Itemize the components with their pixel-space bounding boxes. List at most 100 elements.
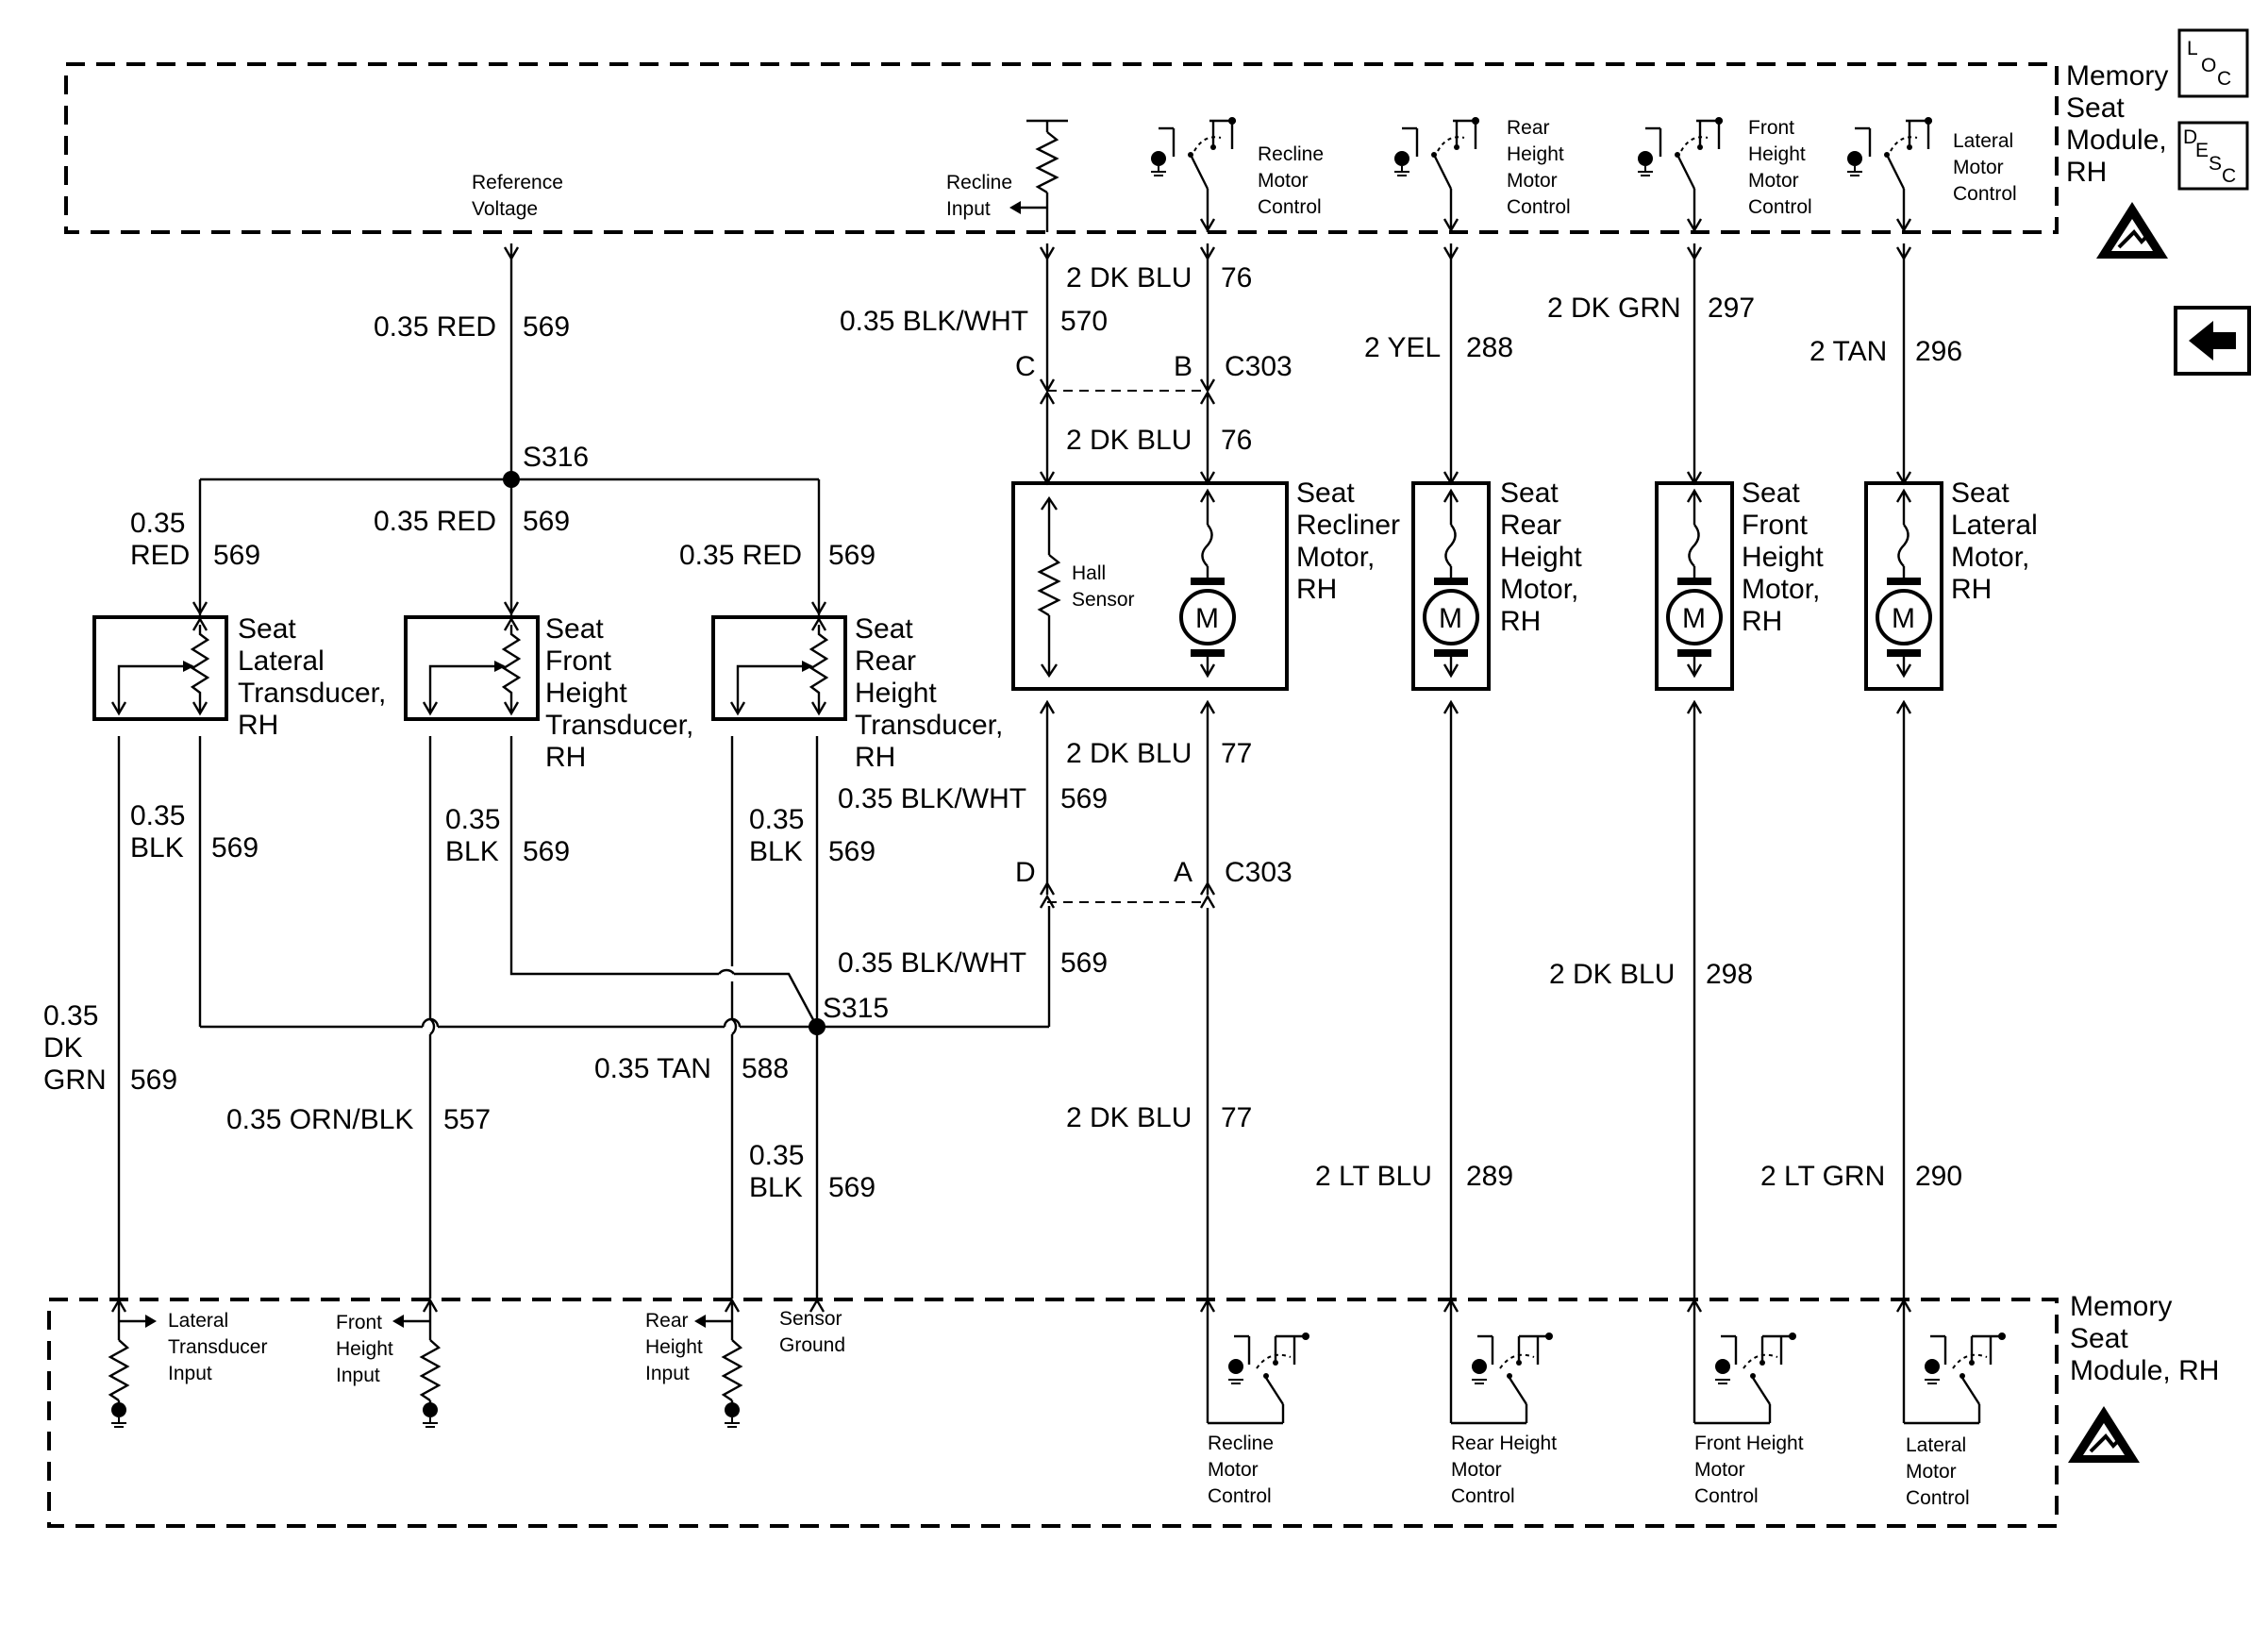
- seat-rear-height-motor-label-line: Height: [1500, 542, 1582, 573]
- front-height-input-label-line: Input: [336, 1365, 380, 1386]
- wire-gauge-color: 0.35 BLK/WHT: [840, 306, 1028, 337]
- connector-arrow: [1199, 218, 1216, 233]
- wire-gauge-color: 2 YEL: [1364, 332, 1441, 363]
- module-name-line: Module, RH: [2070, 1355, 2219, 1386]
- bottom-front-height-motor-control-label-line: Motor: [1694, 1459, 1745, 1481]
- wire-gauge-color: 2 TAN: [1809, 336, 1887, 367]
- seat-rear-height-transducer: [711, 615, 847, 721]
- desc-letter: S: [2209, 153, 2222, 175]
- connector-arrow: [110, 1298, 127, 1313]
- front-blk-wire: [509, 736, 719, 976]
- lateral-transducer-input-label-line: Transducer: [168, 1336, 267, 1358]
- desc-icon[interactable]: D E S C: [2177, 121, 2249, 191]
- module-name-line: RH: [2066, 157, 2107, 188]
- wire-gauge-color: DK: [43, 1032, 83, 1064]
- connector-arrow: [1039, 246, 1056, 261]
- wire-circuit: 569: [130, 1064, 177, 1096]
- recline-input-label: Recline Input: [946, 172, 1012, 220]
- connector-arrow: [1895, 218, 1912, 233]
- rear-height-motor-control-label: Rear Height Motor Control: [1507, 117, 1571, 218]
- reference-voltage-label: Reference Voltage: [472, 172, 563, 220]
- wire-circuit: 569: [523, 506, 570, 537]
- wire-circuit: 569: [523, 311, 570, 343]
- hall-sensor-resistor: [1037, 554, 1061, 617]
- seat-front-height-transducer-label-line: RH: [545, 742, 586, 773]
- seat-front-height-motor-label-line: Motor,: [1742, 574, 1820, 605]
- bottom-front-height-motor-control-switch: [1693, 1302, 1796, 1425]
- seat-front-height-motor-label-line: RH: [1742, 606, 1782, 637]
- label-line: Recline: [1258, 143, 1324, 165]
- rear-height-input-label-line: Rear: [645, 1310, 689, 1332]
- esd-warning-icon: [2068, 1406, 2140, 1463]
- wire-circuit: 77: [1221, 738, 1252, 769]
- bottom-front-height-motor-control-label-line: Control: [1694, 1485, 1759, 1507]
- label-line: Height: [1507, 143, 1564, 165]
- connector-arrow: [724, 1298, 741, 1313]
- seat-front-height-transducer-label-line: Transducer,: [545, 710, 693, 741]
- hall-sensor-label: Hall Sensor: [1072, 562, 1135, 611]
- memory-seat-module-bottom: [47, 1298, 2059, 1528]
- top-module-name: Memory Seat Module, RH: [2066, 60, 2168, 188]
- connector-arrow: [1443, 218, 1459, 233]
- seat-lateral-motor-label-line: Motor,: [1951, 542, 2029, 573]
- label-line: Control: [1748, 196, 1812, 218]
- wire-gauge-color: 0.35: [749, 804, 804, 835]
- wire-circuit: 569: [1060, 783, 1108, 814]
- connector-arrow: [810, 601, 827, 616]
- seat-rear-height-transducer-label-line: Rear: [855, 645, 916, 677]
- connector-arrow: [1895, 471, 1912, 486]
- connector-arrow: [1199, 1298, 1216, 1313]
- bottom-rear-height-motor-control-label-line: Rear Height: [1451, 1433, 1557, 1454]
- loc-icon[interactable]: L O C: [2177, 28, 2249, 98]
- motor-symbol: M: [1195, 603, 1219, 634]
- seat-front-height-motor-label-line: Front: [1742, 510, 1809, 541]
- wire-gauge-color: 2 DK BLU: [1066, 262, 1192, 293]
- seat-lateral-transducer: [92, 615, 228, 721]
- seat-rear-height-motor-label-line: Seat: [1500, 478, 1559, 509]
- module-name-line: Seat: [2070, 1323, 2128, 1354]
- wire-gauge-color: BLK: [130, 832, 184, 863]
- seat-rear-height-transducer-label-line: Seat: [855, 613, 913, 645]
- wire-gauge-color: 2 DK BLU: [1066, 425, 1192, 456]
- wire-circuit: 296: [1915, 336, 1962, 367]
- module-name-line: Memory: [2070, 1291, 2172, 1322]
- recline-motor-control-switch: [1151, 117, 1236, 208]
- label-line: Sensor: [1072, 589, 1135, 611]
- front-height-input-label-line: Front: [336, 1312, 382, 1333]
- bottom-recline-motor-control-label-line: Recline: [1208, 1433, 1274, 1454]
- wire-gauge-color: 0.35 BLK/WHT: [838, 783, 1026, 814]
- wire-gauge-color: 0.35: [749, 1140, 804, 1171]
- seat-recliner-motor-label-line: Seat: [1296, 478, 1355, 509]
- seat-lateral-transducer-label-line: Transducer,: [238, 678, 386, 709]
- pin-b-label: B: [1174, 351, 1192, 382]
- seat-lateral-transducer-label-line: Lateral: [238, 645, 325, 677]
- connector-arrow: [809, 1298, 825, 1313]
- lateral-transducer-input-label-line: Lateral: [168, 1310, 228, 1332]
- wire-jump: [429, 1018, 436, 1035]
- bottom-rear-height-motor-control-switch: [1449, 1302, 1553, 1425]
- left-arrow-icon[interactable]: [2174, 306, 2251, 376]
- seat-recliner-motor-box: [1011, 481, 1289, 691]
- recline-motor-control-label: Recline Motor Control: [1258, 143, 1324, 218]
- wire-circuit: 569: [828, 836, 876, 867]
- recline-blkwht-569-mid-label: 0.35 BLK/WHT 569: [838, 783, 1108, 814]
- seat-front-height-transducer-label-line: Front: [545, 645, 612, 677]
- desc-letter: E: [2195, 140, 2209, 161]
- motor-symbol: M: [1439, 603, 1462, 634]
- wire-circuit: 569: [213, 540, 260, 571]
- bottom-rear-height-motor-control-label-line: Control: [1451, 1485, 1515, 1507]
- rear-height-input-label-line: Input: [645, 1363, 690, 1384]
- connector-arrow: [1895, 1298, 1912, 1313]
